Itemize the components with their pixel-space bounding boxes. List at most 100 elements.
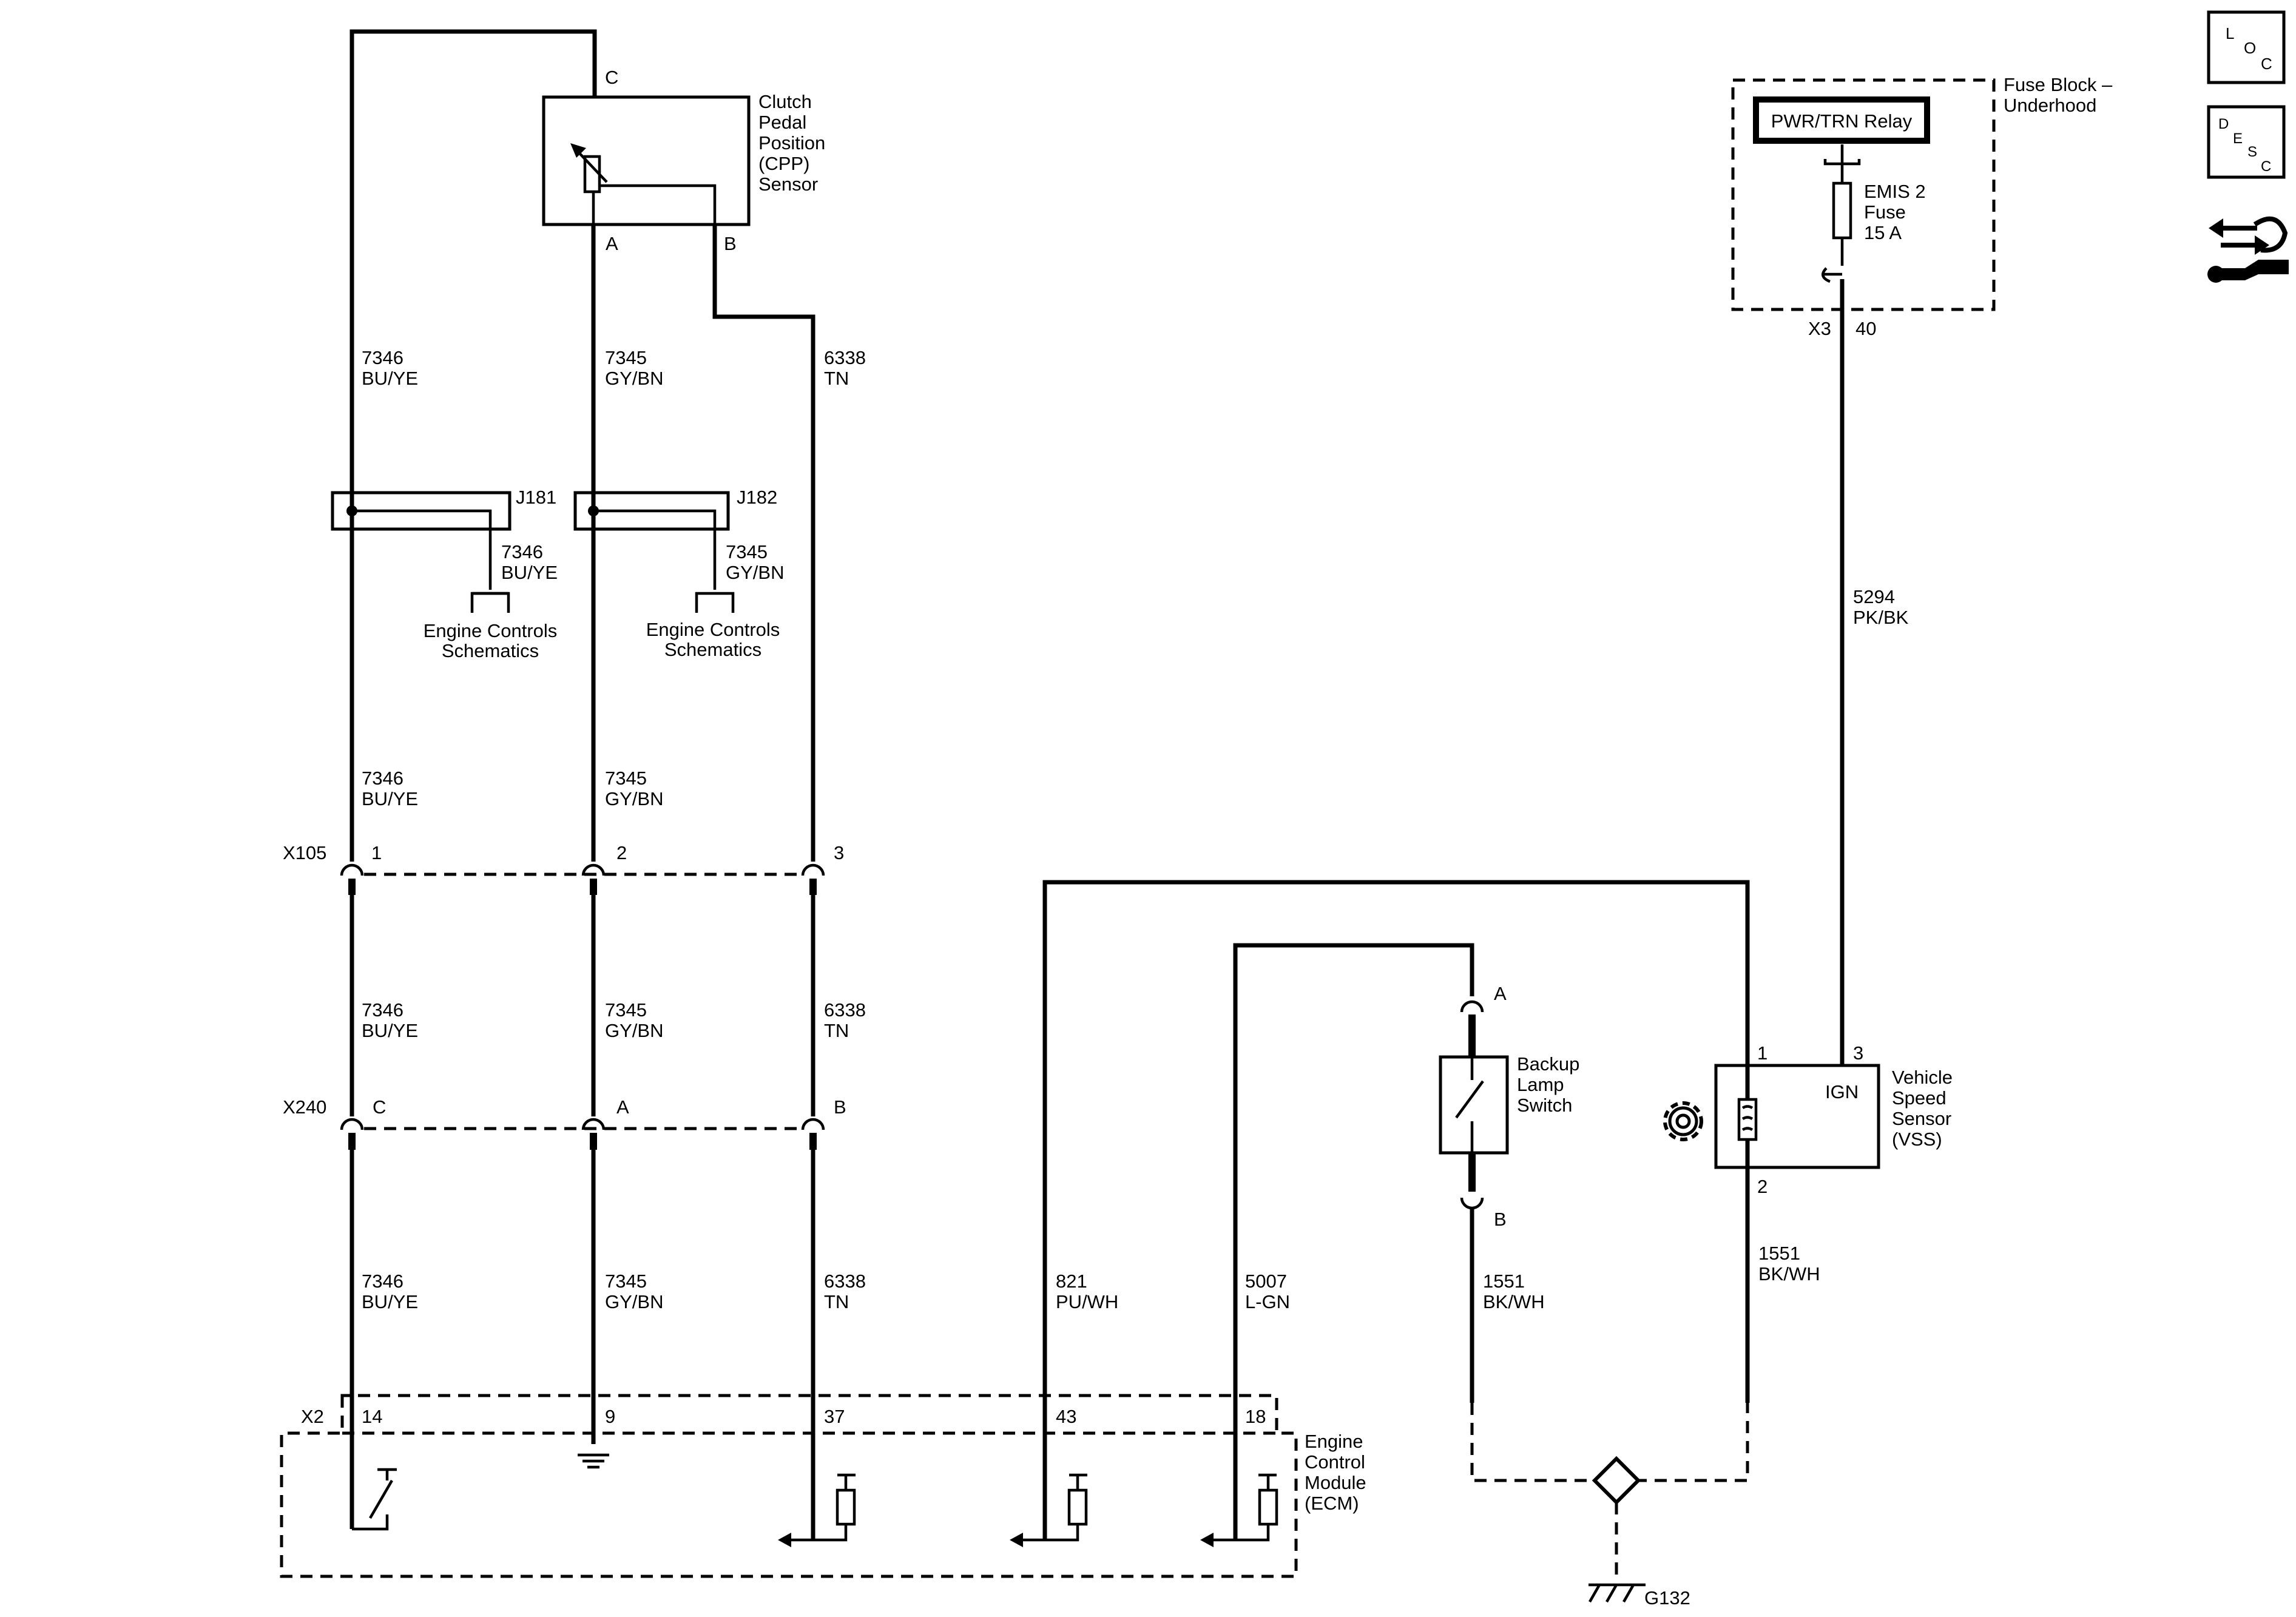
connector-x240-pin-b: B (834, 1096, 846, 1118)
vss-label-4: (VSS) (1892, 1129, 1942, 1150)
ecm-pin-14: 14 (362, 1406, 382, 1427)
wire-7345-color-4: GY/BN (605, 1291, 663, 1312)
fuse-label-1: EMIS 2 (1864, 181, 1926, 202)
connector-x105: X105 1 2 3 (283, 842, 844, 895)
splice-j181-wire-color: BU/YE (501, 562, 558, 583)
fuse-block-x3-name: X3 (1808, 318, 1831, 339)
wire-7345-num-3: 7345 (605, 999, 647, 1021)
ecm-pin-43: 43 (1056, 1406, 1076, 1427)
fuse-label-3: 15 A (1864, 222, 1902, 243)
vss-pin-2: 2 (1757, 1176, 1768, 1197)
backup-switch-label-2: Lamp (1517, 1074, 1564, 1095)
svg-text:C: C (2261, 158, 2271, 175)
wire-7345-color-1: GY/BN (605, 368, 663, 389)
wire-7346-num-2: 7346 (362, 768, 403, 789)
repair-icon[interactable] (2207, 216, 2289, 283)
svg-text:O: O (2244, 39, 2256, 57)
wire-6338-num-3: 6338 (824, 1271, 866, 1292)
splice-j181-ref-2: Schematics (442, 640, 539, 661)
wire-6338-color-1: TN (824, 368, 849, 389)
ecm-label-2: Control (1305, 1451, 1365, 1473)
wire-5007: 5007 L-GN (1233, 943, 1474, 1540)
ground-g132: G132 (1470, 1403, 1749, 1609)
backup-switch-pin-b: B (1494, 1209, 1507, 1230)
splice-j182-wire-color: GY/BN (726, 562, 784, 583)
ecm-x2-name: X2 (301, 1406, 324, 1427)
wire-821-num: 821 (1056, 1271, 1087, 1292)
backup-lamp-switch: A B Backup Lamp Switch 1551 BK/WH (1439, 983, 1579, 1403)
ecm-label-4: (ECM) (1305, 1493, 1359, 1514)
backup-switch-label-3: Switch (1517, 1095, 1572, 1116)
ground-g132-name: G132 (1644, 1587, 1690, 1609)
backup-switch-label-1: Backup (1517, 1053, 1579, 1075)
svg-text:D: D (2218, 116, 2229, 132)
connector-x105-name: X105 (283, 842, 326, 863)
splice-j181-wire-num: 7346 (501, 541, 543, 562)
wire-821: 821 PU/WH (1042, 880, 1750, 1540)
ecm-resistor-input-18 (1200, 1473, 1278, 1547)
splice-j182-wire-num: 7345 (726, 541, 768, 562)
splice-j181-ref-1: Engine Controls (424, 620, 558, 641)
ecm-pin-18: 18 (1245, 1406, 1266, 1427)
connector-x240-pin-c: C (373, 1096, 386, 1118)
vss-label-3: Sensor (1892, 1108, 1951, 1129)
cpp-pin-c: C (605, 67, 618, 88)
cpp-pin-b: B (724, 233, 737, 254)
wire-5294-color: PK/BK (1853, 607, 1909, 628)
cpp-pin-a: A (606, 233, 618, 254)
splice-j181: J181 7346 BU/YE Engine Controls Schemati… (331, 487, 558, 661)
svg-text:C: C (2261, 55, 2272, 73)
wire-7345-color-3: GY/BN (605, 1020, 663, 1041)
vss-pin-1: 1 (1757, 1042, 1768, 1064)
connector-x240: X240 C A B (283, 1096, 846, 1150)
cpp-label-2: Pedal (758, 112, 806, 133)
vss-wire-num: 1551 (1758, 1243, 1800, 1264)
wire-6338: 6338 TN 6338 TN 6338 TN (712, 224, 866, 1540)
splice-j182: J182 7345 GY/BN Engine Controls Schemati… (573, 487, 784, 660)
wire-7346-color-3: BU/YE (362, 1020, 418, 1041)
wire-7345-num-1: 7345 (605, 347, 647, 368)
connector-x105-pin-2: 2 (616, 842, 627, 863)
svg-text:L: L (2226, 24, 2234, 42)
vss-label-1: Vehicle (1892, 1067, 1953, 1088)
fuse-label-2: Fuse (1864, 201, 1906, 223)
ecm-pin-9: 9 (605, 1406, 615, 1427)
wire-6338-num-2: 6338 (824, 999, 866, 1021)
connector-x240-name: X240 (283, 1096, 326, 1118)
wire-5007-color: L-GN (1245, 1291, 1290, 1312)
wire-6338-color-3: TN (824, 1291, 849, 1312)
cpp-sensor: C A B Clutch Pedal Position (CPP) Sensor (542, 67, 825, 254)
wire-6338-num-1: 6338 (824, 347, 866, 368)
connector-x240-pin-a: A (616, 1096, 629, 1118)
loc-nav-icon[interactable]: L O C (2207, 10, 2286, 84)
wire-7346-color-2: BU/YE (362, 788, 418, 809)
cpp-label-1: Clutch (758, 91, 812, 112)
cpp-label-5: Sensor (758, 174, 818, 195)
backup-switch-wire-num: 1551 (1483, 1271, 1525, 1292)
ecm-switch-input (352, 1468, 397, 1531)
splice-j182-label: J182 (737, 487, 777, 508)
wire-5007-num: 5007 (1245, 1271, 1287, 1292)
wire-7346-num-1: 7346 (362, 347, 403, 368)
fuse-block-label-1: Fuse Block – (2004, 74, 2113, 95)
cpp-label-4: (CPP) (758, 153, 809, 174)
ecm-resistor-input-37 (778, 1473, 856, 1547)
splice-j182-ref-2: Schematics (664, 639, 761, 660)
wire-5294: 5294 PK/BK (1840, 279, 1909, 1065)
fuse-block-relay: PWR/TRN Relay (1771, 110, 1913, 132)
svg-text:S: S (2247, 144, 2257, 160)
ecm-label-3: Module (1305, 1472, 1366, 1493)
svg-text:E: E (2233, 130, 2243, 147)
fuse-block-x3-pin: 40 (1855, 318, 1876, 339)
ecm-resistor-input-43 (1010, 1473, 1088, 1547)
gear-icon (1663, 1101, 1703, 1141)
wire-7345: 7345 GY/BN 7345 GY/BN 7345 GY/BN 7345 GY… (591, 224, 663, 1444)
wire-7346-color-1: BU/YE (362, 368, 418, 389)
wire-7346-num-4: 7346 (362, 1271, 403, 1292)
wire-7346-num-3: 7346 (362, 999, 403, 1021)
fuse-block-label-2: Underhood (2004, 95, 2096, 116)
desc-nav-icon[interactable]: D E S C (2207, 105, 2286, 179)
ecm-ground-icon (578, 1453, 609, 1469)
vss-label-2: Speed (1892, 1087, 1947, 1109)
